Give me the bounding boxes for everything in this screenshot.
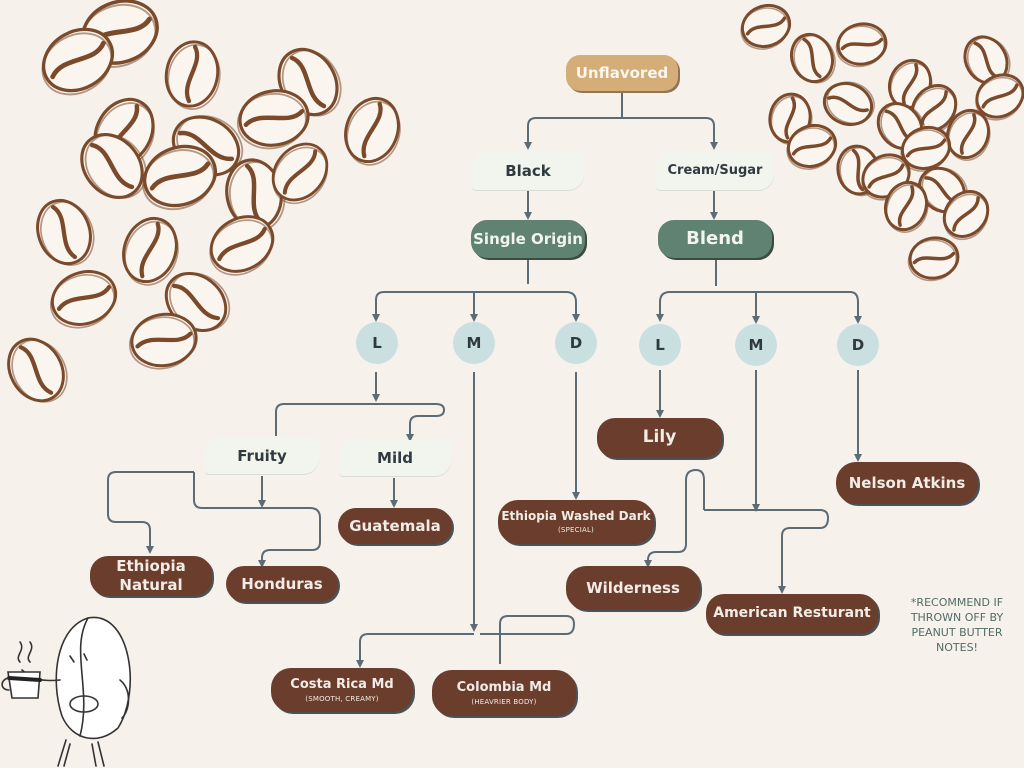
colombia-label: Colombia Md [456, 679, 552, 695]
node-colombia: Colombia Md (HEAVRIER BODY) [432, 670, 576, 716]
recommendation-note: *RECOMMEND IF THROWN OFF BY PEANUT BUTTE… [910, 596, 1004, 654]
colombia-note: (HEAVRIER BODY) [471, 697, 537, 706]
node-blend-light: L [639, 324, 681, 366]
coffee-bean-mascot-icon [1, 616, 131, 767]
ethiopia-washed-dark-label: Ethiopia Washed Dark [501, 509, 651, 524]
node-lily: Lily [597, 418, 722, 458]
node-wilderness: Wilderness [566, 566, 700, 610]
node-so-medium: M [453, 322, 495, 364]
node-american-resturant: American Resturant [706, 594, 878, 634]
node-mild: Mild [339, 440, 451, 476]
node-blend-medium: M [735, 324, 777, 366]
node-cream-sugar: Cream/Sugar [656, 152, 774, 190]
node-honduras: Honduras [226, 566, 338, 602]
node-so-dark: D [555, 322, 597, 364]
node-unflavored: Unflavored [566, 55, 678, 91]
costa-rica-label: Costa Rica Md [290, 676, 394, 692]
node-blend-dark: D [837, 324, 879, 366]
node-blend: Blend [658, 220, 772, 258]
node-black: Black [472, 152, 584, 190]
node-fruity: Fruity [205, 438, 319, 474]
connector-root-cream [622, 117, 718, 150]
costa-rica-note: (SMOOTH, CREAMY) [305, 694, 379, 703]
node-ethiopia-natural: Ethiopia Natural [90, 556, 212, 596]
node-guatemala: Guatemala [338, 508, 452, 544]
ethiopia-washed-dark-note: (SPECIAL) [558, 526, 594, 535]
node-nelson-atkins: Nelson Atkins [836, 462, 978, 504]
connector-root-black [524, 92, 623, 150]
node-costa-rica: Costa Rica Md (SMOOTH, CREAMY) [271, 668, 413, 712]
node-ethiopia-washed-dark: Ethiopia Washed Dark (SPECIAL) [498, 500, 654, 544]
node-single-origin: Single Origin [471, 220, 585, 258]
ethiopia-natural-label: Ethiopia Natural [116, 557, 186, 594]
node-so-light: L [356, 322, 398, 364]
